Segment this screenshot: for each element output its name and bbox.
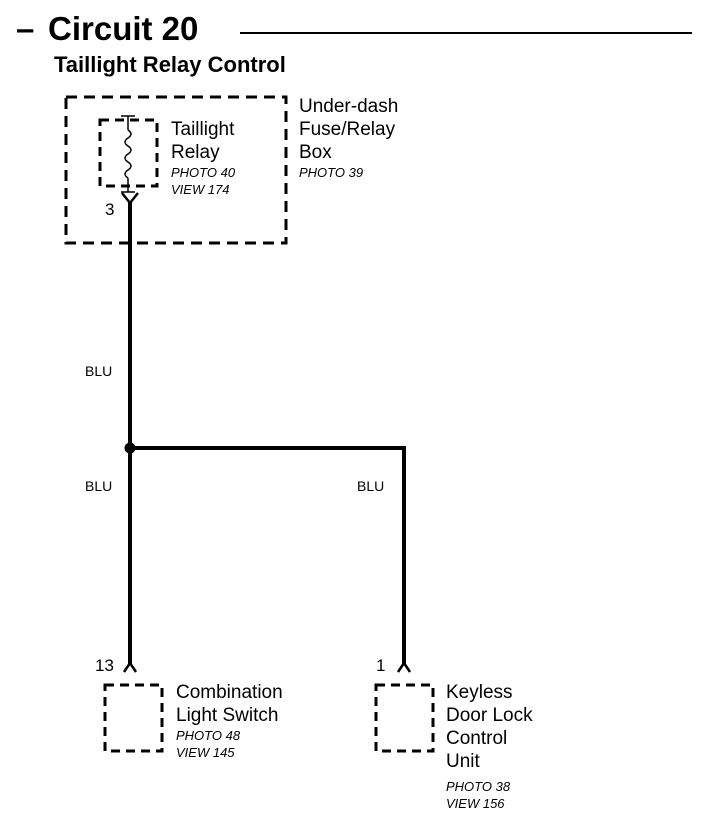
fuse-box-outline bbox=[64, 95, 288, 245]
fuse-box-name-line-3: Box bbox=[299, 142, 332, 163]
relay-name-line-1: Taillight bbox=[171, 119, 235, 140]
wire-left-color: BLU bbox=[85, 478, 113, 494]
keyless-name-line-2: Door Lock bbox=[446, 705, 533, 726]
keyless-photo: PHOTO 38 bbox=[446, 779, 511, 794]
switch-name-line-1: Combination bbox=[176, 682, 283, 703]
switch-pin-connector-icon bbox=[122, 660, 138, 673]
relay-coil-icon bbox=[121, 115, 135, 193]
combination-switch-outline bbox=[103, 683, 164, 753]
keyless-view: VIEW 156 bbox=[446, 796, 505, 811]
keyless-name-line-1: Keyless bbox=[446, 682, 513, 703]
switch-pin-number: 13 bbox=[95, 656, 114, 675]
keyless-name-line-3: Control bbox=[446, 728, 508, 749]
keyless-unit-outline bbox=[374, 683, 435, 753]
wire-right-color: BLU bbox=[357, 478, 385, 494]
page-subtitle: Taillight Relay Control bbox=[54, 52, 286, 77]
fuse-box-name-line-2: Fuse/Relay bbox=[299, 119, 396, 140]
relay-name-line-2: Relay bbox=[171, 142, 220, 163]
fuse-box-name-line-1: Under-dash bbox=[299, 96, 399, 117]
fuse-box-photo: PHOTO 39 bbox=[299, 165, 364, 180]
switch-photo: PHOTO 48 bbox=[176, 728, 241, 743]
relay-pin-connector-icon bbox=[121, 192, 139, 206]
relay-view: VIEW 174 bbox=[171, 182, 230, 197]
keyless-pin-connector-icon bbox=[396, 660, 412, 673]
switch-name-line-2: Light Switch bbox=[176, 705, 279, 726]
page-title: Circuit 20 bbox=[48, 10, 199, 47]
relay-pin-number: 3 bbox=[105, 200, 115, 219]
header-dash: – bbox=[16, 10, 35, 47]
relay-photo: PHOTO 40 bbox=[171, 165, 236, 180]
keyless-pin-number: 1 bbox=[376, 656, 386, 675]
wire-upper-color: BLU bbox=[85, 363, 113, 379]
wire-right-branch bbox=[130, 446, 406, 664]
keyless-name-line-4: Unit bbox=[446, 751, 480, 772]
switch-view: VIEW 145 bbox=[176, 745, 235, 760]
